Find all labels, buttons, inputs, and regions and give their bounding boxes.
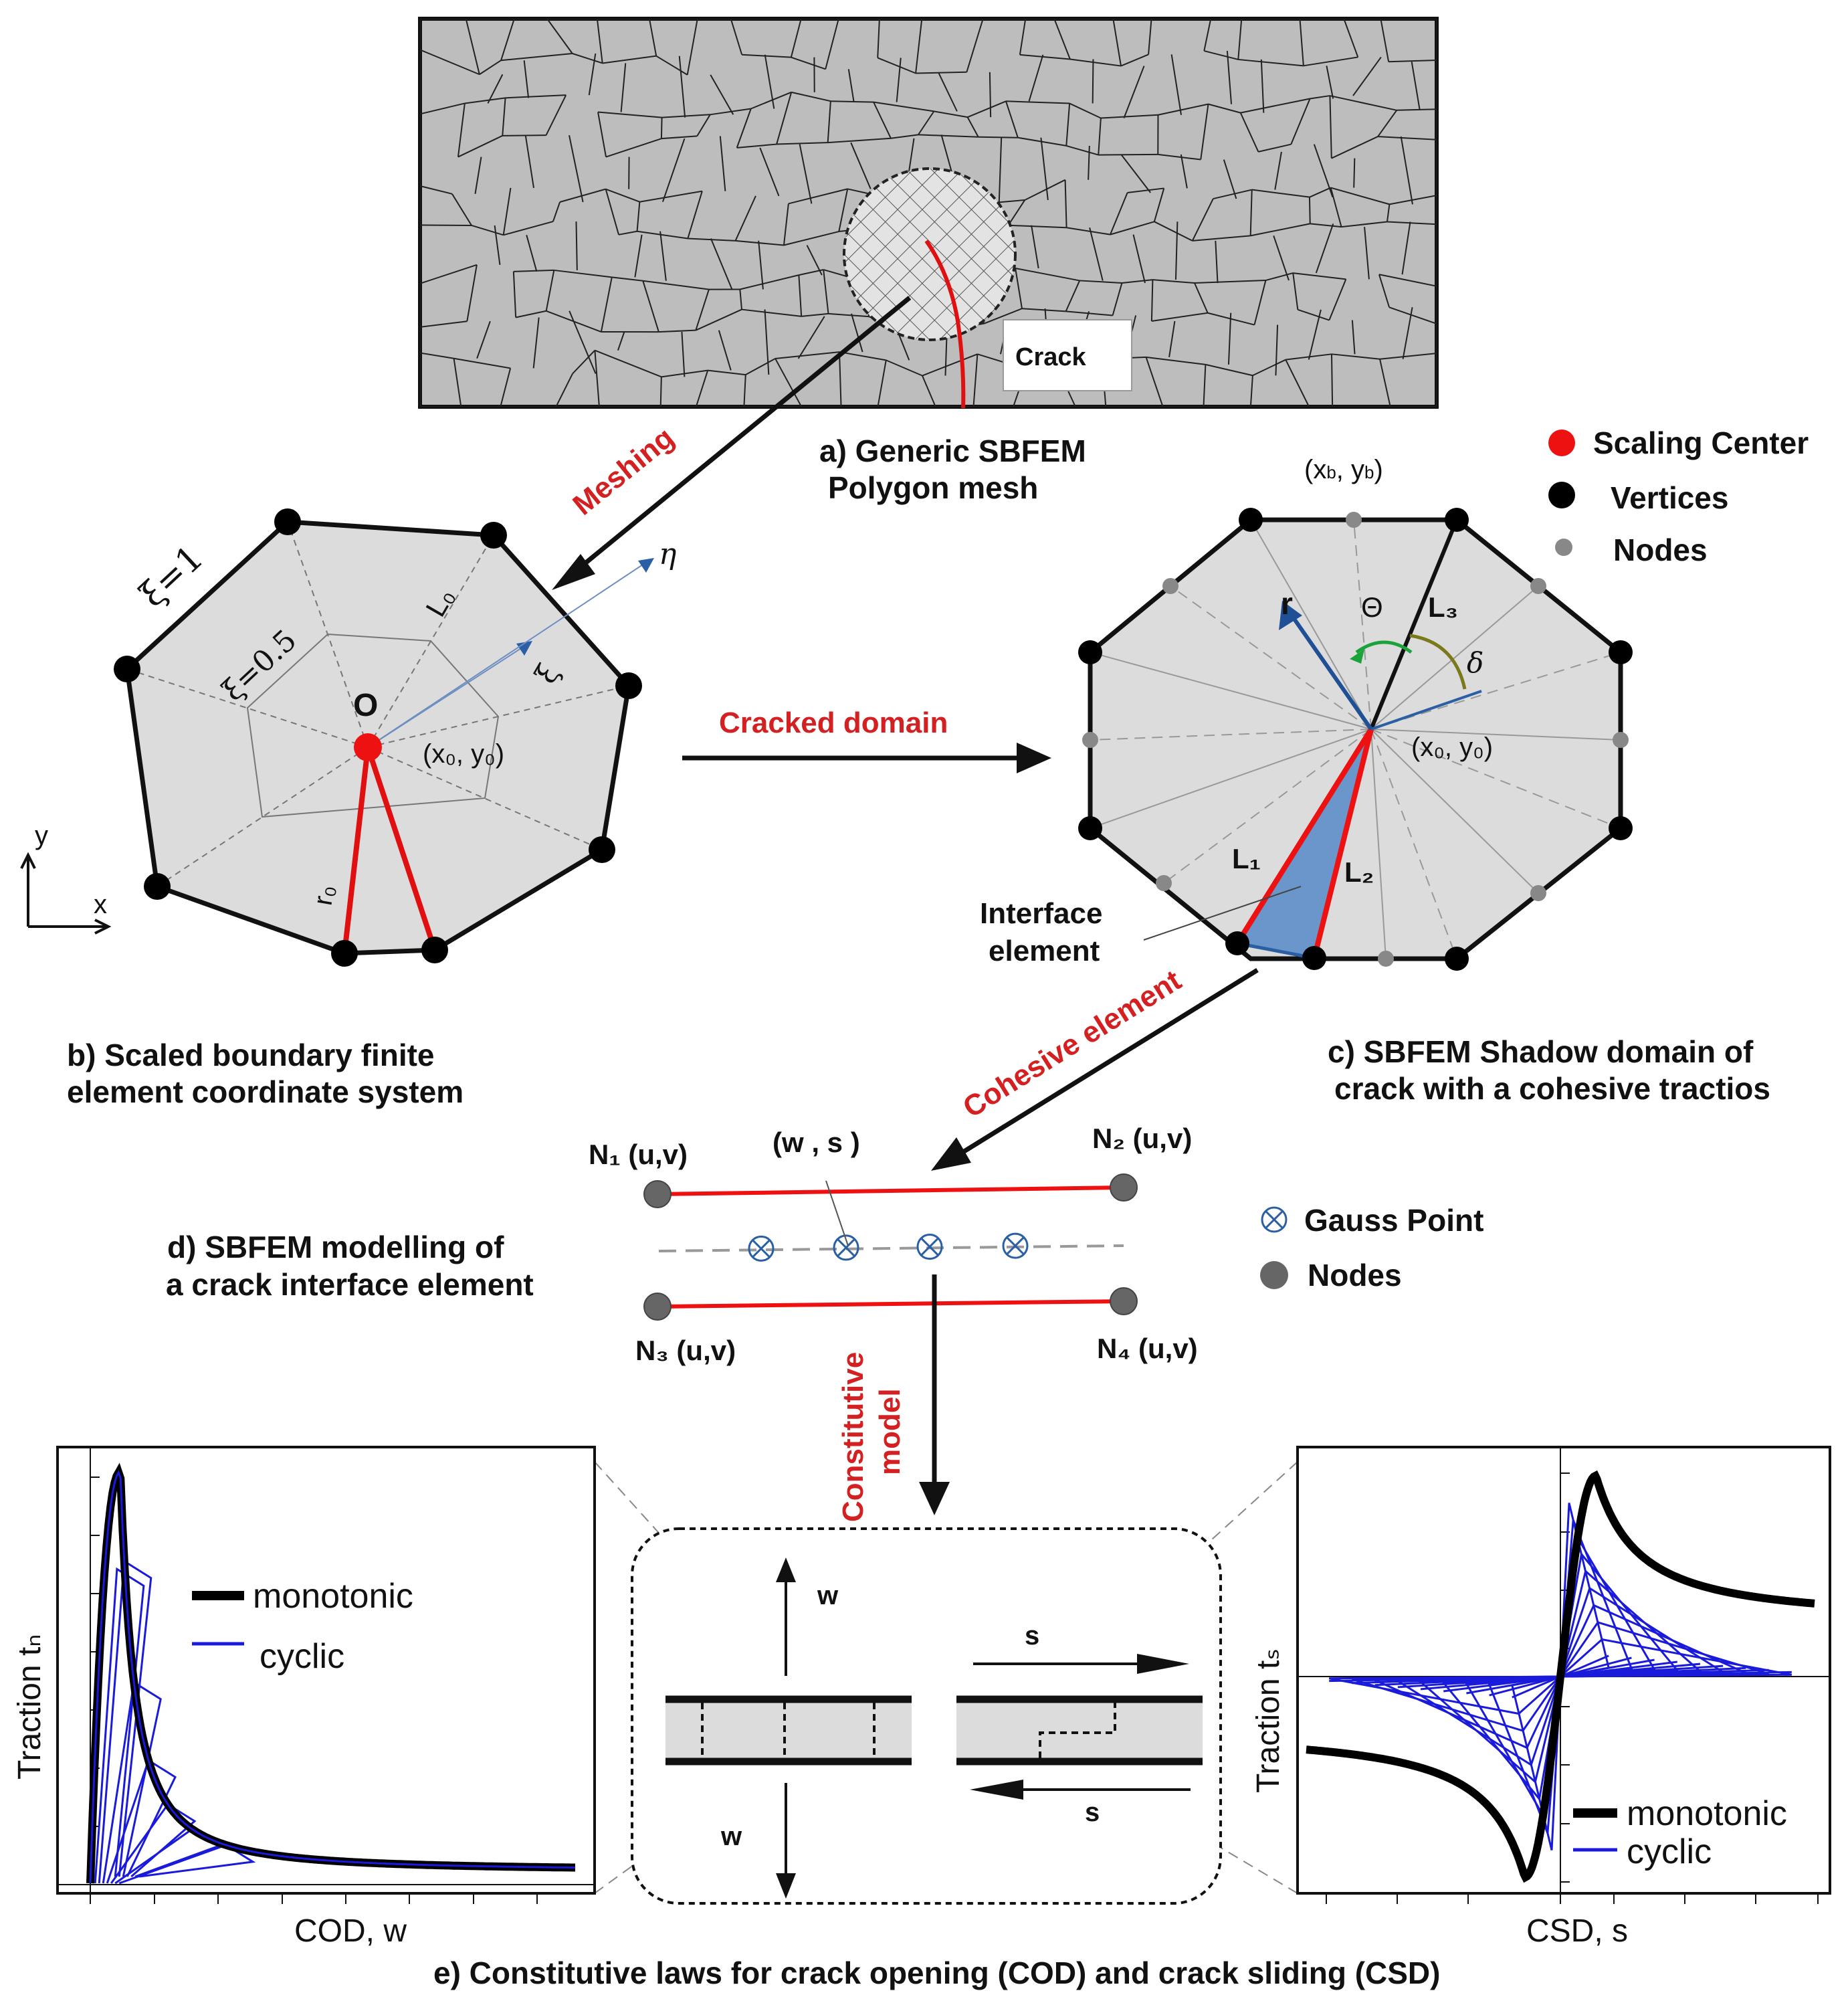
panel-b-caption-line1: b) Scaled boundary finite: [67, 1038, 435, 1072]
panel-c-shadow-domain: (xb, yb) r Θ L₃ δ (x₀, y₀) L₁ L₂ Interfa…: [980, 455, 1770, 1106]
delta-arc: [1409, 634, 1467, 690]
interface-label-line2: element: [989, 935, 1100, 967]
interface-label-line1: Interface: [980, 897, 1102, 930]
cracked-domain-label: Cracked domain: [719, 706, 948, 739]
origin-label: O: [353, 688, 378, 723]
delta-label: δ: [1467, 646, 1483, 679]
legend-monotonic-label-right: monotonic: [1627, 1794, 1787, 1833]
mode-w-label-bottom: w: [720, 1822, 742, 1851]
mode-box: [631, 1527, 1222, 1905]
mode-s-label-top: s: [1025, 1621, 1039, 1650]
scaling-center-coords: (x₀, y₀): [423, 739, 504, 769]
constitutive-label-line2: model: [874, 1388, 906, 1475]
legend-vertices-label: Vertices: [1611, 480, 1728, 515]
constitutive-label-line1: Constitutive: [837, 1352, 869, 1522]
boundary-coords: (xb, yb): [1304, 455, 1383, 484]
panel-a-polygon-mesh: Crack a) Generic SBFEM Polygon mesh: [418, 17, 1439, 505]
cracked-domain-arrow: Cracked domain: [682, 706, 1051, 773]
legend-node-dot: [1260, 1261, 1288, 1289]
legend-shadow-domain: Scaling Center Vertices Nodes: [1548, 425, 1809, 567]
gauss-points: [748, 1232, 1029, 1262]
chart-cod: monotonic cyclic Traction tₙ COD, w: [12, 1446, 596, 1949]
chart-cod-frame: [56, 1446, 596, 1895]
legend-cyclic-label-right: cyclic: [1627, 1832, 1712, 1871]
node-n2-label: N₂ (u,v): [1092, 1123, 1192, 1154]
axis-x-label: x: [94, 890, 107, 919]
node-dots: [1082, 512, 1629, 967]
vertex-dot: [331, 940, 358, 967]
panel-a-caption-line2: Polygon mesh: [828, 470, 1038, 505]
legend-nodes-label: Nodes: [1613, 533, 1708, 567]
vertex-dot: [274, 508, 301, 535]
crack-label: Crack: [1015, 343, 1086, 371]
xy-axes: [20, 852, 112, 935]
cohesive-element-label: Cohesive element: [957, 963, 1187, 1124]
node-n3-label: N₃ (u,v): [635, 1335, 736, 1366]
vertex-dots: [1078, 508, 1633, 971]
vertex-dot: [421, 937, 448, 963]
l2-label: L₂: [1344, 856, 1374, 888]
legend-vertices-dot: [1548, 482, 1575, 508]
legend-monotonic-label: monotonic: [253, 1577, 413, 1616]
panel-e-caption: e) Constitutive laws for crack opening (…: [433, 1956, 1440, 1990]
panel-c-caption-line2: crack with a cohesive tractios: [1334, 1071, 1770, 1106]
refined-region: [843, 167, 1017, 341]
interface-nodes: [643, 1173, 1138, 1321]
vertex-dot: [480, 522, 507, 549]
mesh-cell-edges: [420, 19, 1437, 407]
axis-y-label: y: [35, 821, 48, 850]
mode-s-label-bottom: s: [1085, 1798, 1100, 1827]
legend-cyclic-label: cyclic: [260, 1637, 344, 1676]
constitutive-arrow: Constitutive model: [837, 1274, 950, 1522]
legend-nodes-label-d: Nodes: [1308, 1258, 1402, 1293]
chart-csd-ylabel: Traction tₛ: [1251, 1648, 1286, 1793]
scaling-center-dot: [354, 733, 382, 761]
chart-cod-ylabel: Traction tₙ: [12, 1634, 47, 1780]
panel-d-caption-line1: d) SBFEM modelling of: [167, 1230, 504, 1264]
vertex-dot: [615, 672, 642, 699]
theta-label: Θ: [1361, 591, 1383, 623]
node-n4-label: N₄ (u,v): [1097, 1333, 1198, 1364]
panel-b-caption-line2: element coordinate system: [67, 1074, 464, 1109]
eta-axis-label: η: [659, 537, 676, 571]
panel-a-caption-line1: a) Generic SBFEM: [819, 434, 1086, 468]
ws-label: (w , s ): [773, 1127, 860, 1158]
chart-csd-xlabel: CSD, s: [1526, 1913, 1628, 1949]
legend-gauss-label: Gauss Point: [1304, 1203, 1483, 1238]
crack-label-box: [1003, 319, 1132, 391]
panel-c-caption-line1: c) SBFEM Shadow domain of: [1328, 1034, 1754, 1069]
l1-label: L₁: [1232, 843, 1261, 874]
vertex-dot: [144, 873, 171, 900]
legend-nodes-dot: [1555, 539, 1572, 556]
monotonic-curve-csd: [1306, 1470, 1815, 1883]
panel-e-fracture-modes: w w s s: [594, 1461, 1298, 1905]
meshing-label: Meshing: [567, 421, 680, 521]
panel-d-interface-element: N₁ (u,v) N₂ (u,v) N₃ (u,v) N₄ (u,v) (w ,…: [166, 1123, 1483, 1366]
mode-w-label-top: w: [817, 1581, 839, 1610]
l3-label: L₃: [1428, 591, 1458, 623]
vertex-dot: [114, 656, 140, 682]
crack-path: [924, 240, 966, 409]
node-n1-label: N₁ (u,v): [589, 1139, 688, 1170]
gauss-legend-symbol: [1261, 1206, 1288, 1233]
theta-arc: [1355, 640, 1413, 654]
panel-d-caption-line2: a crack interface element: [166, 1267, 534, 1302]
legend-scaling-center-label: Scaling Center: [1593, 425, 1809, 460]
panel-b-sbfe-coordinates: ξ=1 ξ=0.5 L₀ ξ η O (x₀, y₀) r₀ y x b) Sc…: [20, 508, 676, 1109]
center-coords: (x₀, y₀): [1411, 733, 1493, 762]
chart-csd: monotonic cyclic Traction tₛ CSD, s: [1251, 1446, 1831, 1949]
chart-cod-xlabel: COD, w: [294, 1913, 407, 1949]
monotonic-curve-cod-highlight: [89, 1470, 575, 1884]
xi-half-contour: [246, 633, 500, 818]
r-label: r: [1281, 586, 1293, 621]
legend-scaling-center-dot: [1548, 430, 1575, 456]
vertex-dot: [589, 836, 615, 863]
